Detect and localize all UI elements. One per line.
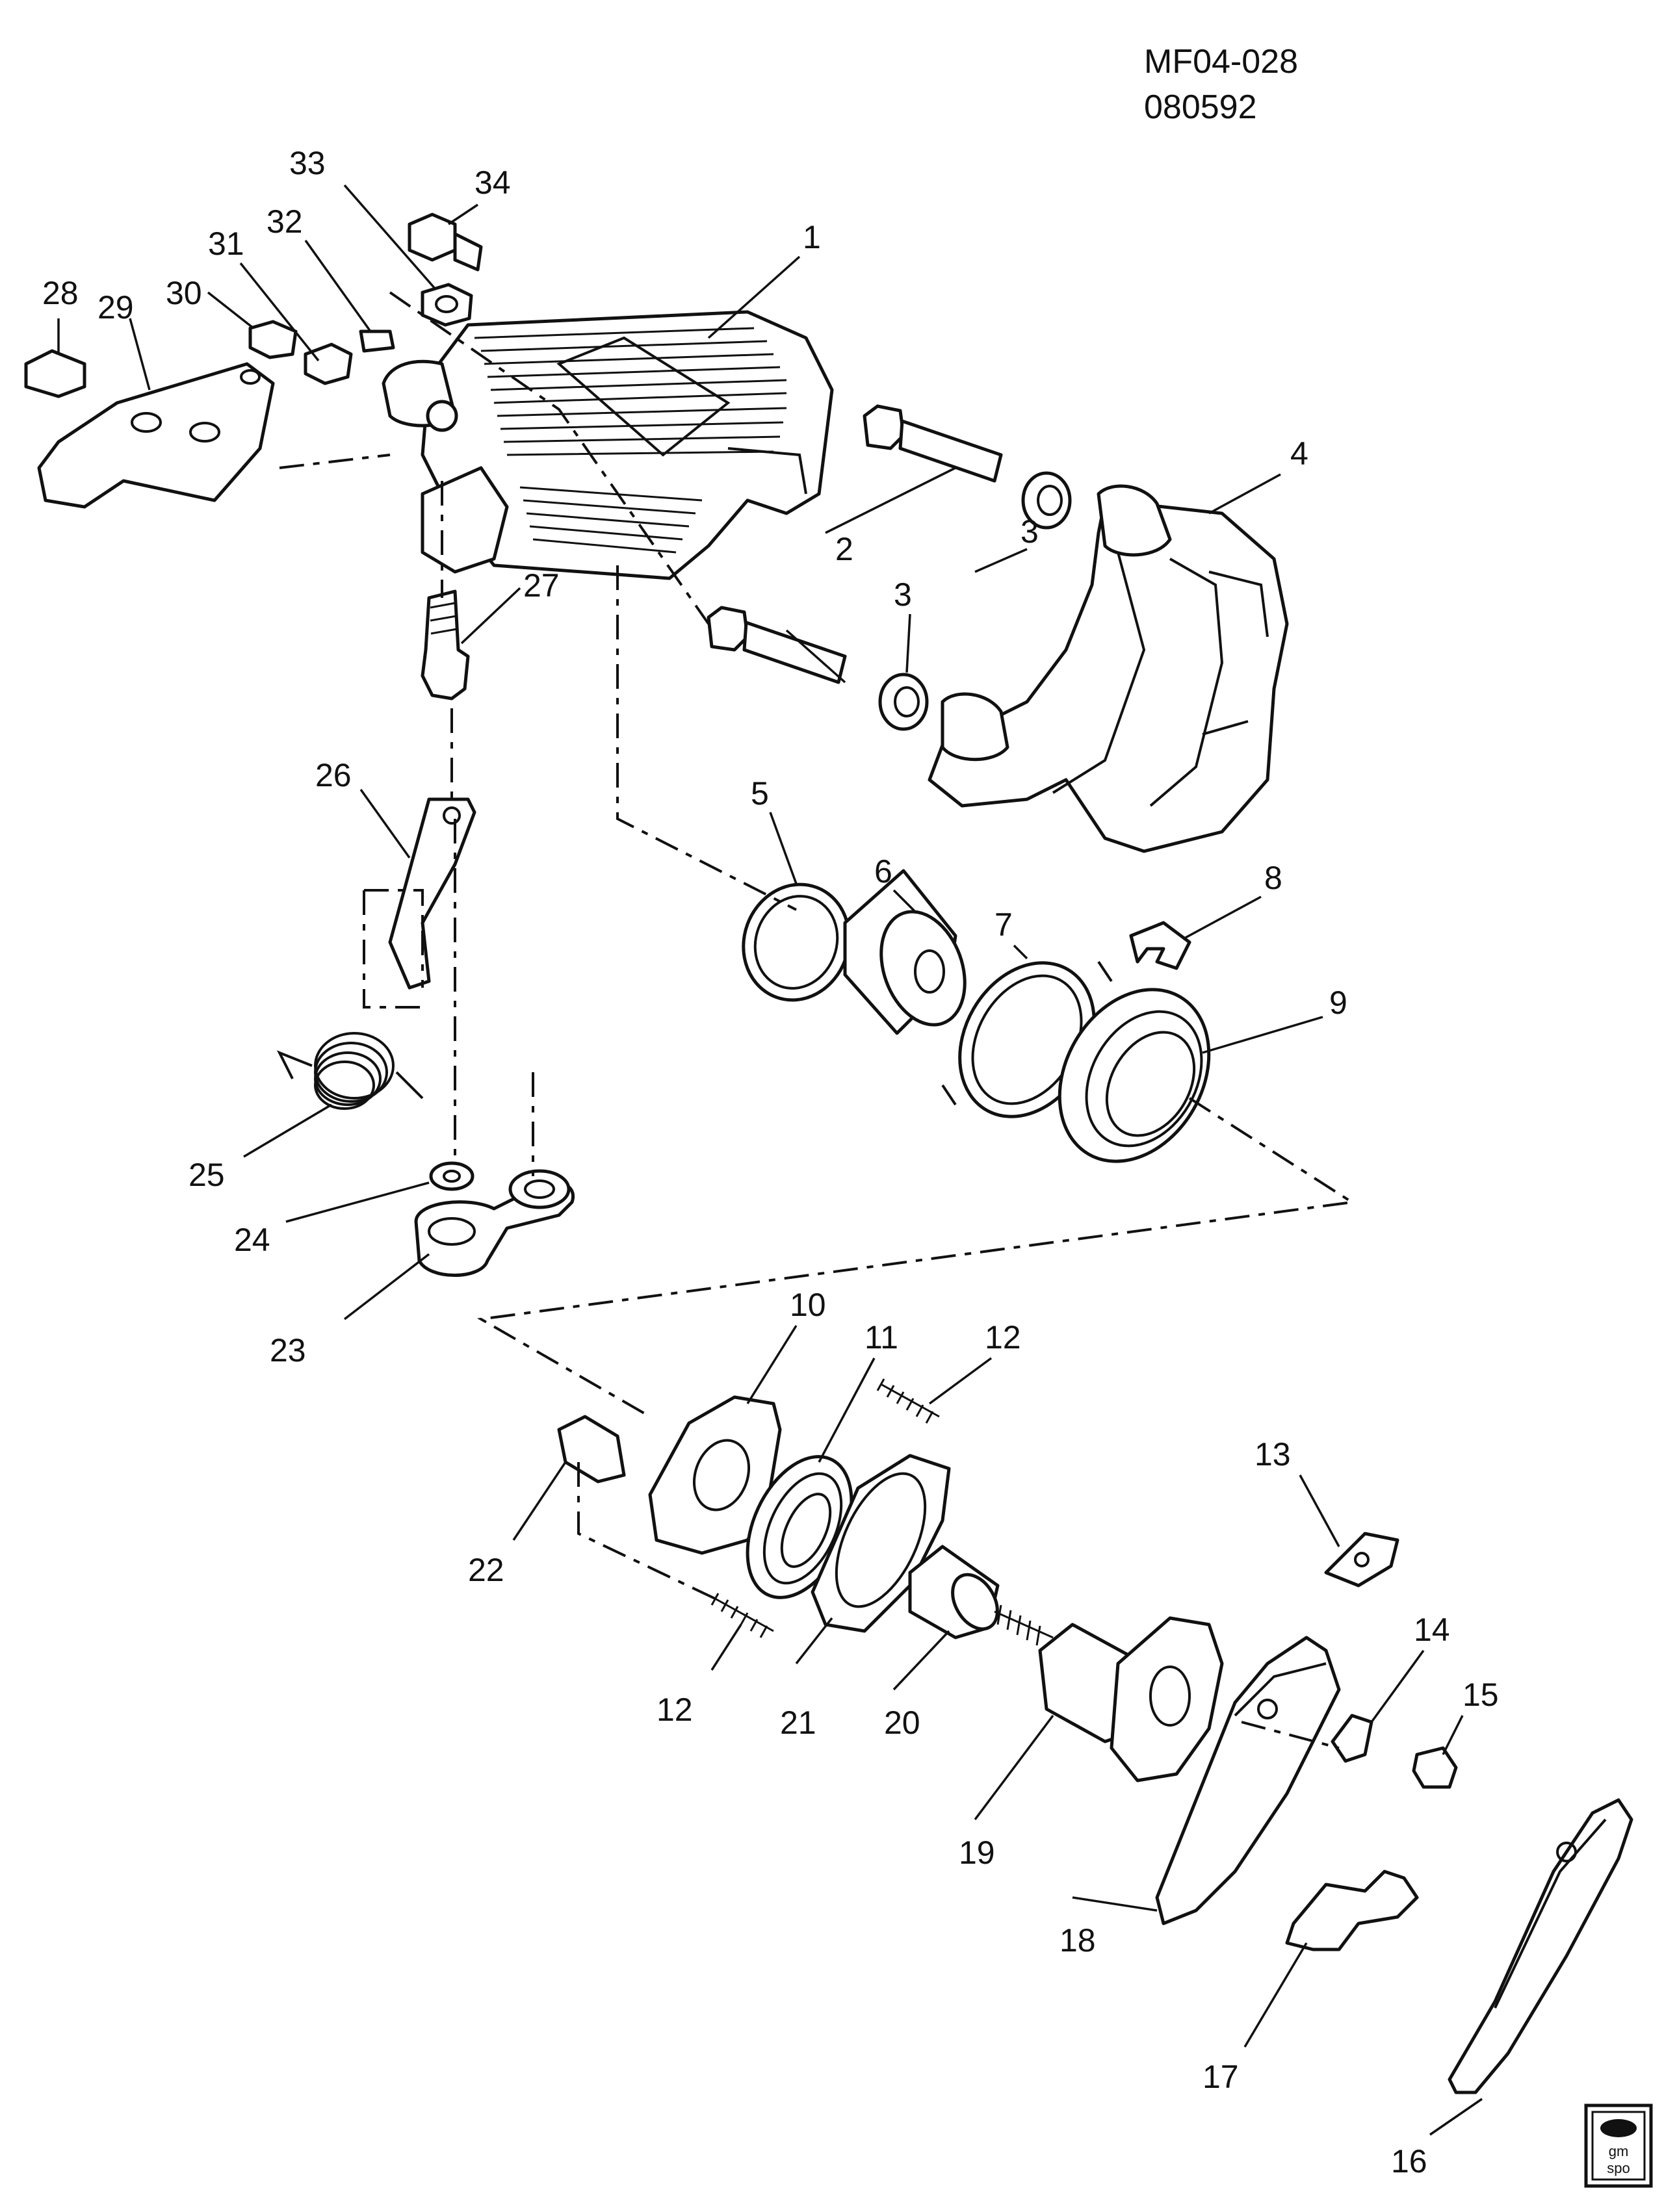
- seal-plate-23: [414, 1169, 575, 1277]
- callout-17: 17: [1202, 2059, 1239, 2095]
- callout-27: 27: [523, 567, 560, 604]
- logo-line-2: spo: [1607, 2160, 1630, 2176]
- callout-13: 13: [1254, 1436, 1291, 1473]
- leader-lines: [57, 184, 1483, 2136]
- callout-10: 10: [790, 1287, 826, 1323]
- callout-25: 25: [188, 1157, 225, 1193]
- callout-9: 9: [1329, 984, 1347, 1021]
- callout-33: 33: [289, 145, 326, 181]
- gm-spo-logo: gm spo: [1584, 2103, 1653, 2188]
- callout-32: 32: [266, 203, 303, 240]
- piston-6: [843, 869, 967, 1035]
- mounting-bracket-29: [37, 362, 275, 509]
- spring-12-lower: [710, 1593, 774, 1638]
- callout-3b: 3: [894, 576, 912, 613]
- bleeder-fitting-27: [421, 589, 470, 701]
- callout-8: 8: [1264, 860, 1282, 896]
- callout-31: 31: [208, 225, 244, 262]
- callout-20: 20: [884, 1704, 920, 1741]
- pin-32: [359, 329, 395, 353]
- housing-10: [648, 1395, 782, 1555]
- guide-pins: [707, 404, 1003, 684]
- callout-18: 18: [1060, 1922, 1096, 1959]
- logo-line-1: gm: [1609, 2143, 1629, 2159]
- callout-6: 6: [874, 853, 892, 890]
- lever-26: [388, 797, 476, 990]
- diagram-code: MF04-028: [1144, 43, 1298, 81]
- callout-5: 5: [751, 775, 769, 812]
- callout-21: 21: [780, 1704, 816, 1741]
- callout-29: 29: [98, 289, 134, 326]
- callout-7: 7: [994, 907, 1013, 943]
- actuator-screw-19: [994, 1604, 1224, 1782]
- callout-1: 1: [803, 219, 821, 255]
- washer-24: [429, 1161, 474, 1191]
- callout-14: 14: [1414, 1612, 1450, 1648]
- callout-24: 24: [234, 1222, 270, 1258]
- fitting-30: [248, 320, 298, 359]
- brake-pad-18: [1155, 1636, 1341, 1925]
- callout-4: 4: [1290, 435, 1308, 472]
- callout-28: 28: [42, 275, 79, 311]
- callout-23: 23: [270, 1332, 306, 1369]
- clip-17: [1285, 1870, 1419, 1951]
- callout-labels: 1 2 3 3 4 5 6 7 8 9 10 11 12 12 13 14 15…: [42, 145, 1499, 2180]
- fitting-31: [304, 342, 353, 385]
- bolt-15: [1412, 1746, 1458, 1789]
- nut-33: [421, 283, 473, 327]
- callout-30: 30: [166, 275, 202, 311]
- brake-pad-16: [1448, 1798, 1633, 2094]
- callout-15: 15: [1462, 1677, 1499, 1713]
- retainer-14: [1331, 1714, 1373, 1763]
- caliper-bracket: [928, 484, 1289, 853]
- seal-5: [742, 882, 851, 1002]
- shim-13: [1324, 1532, 1399, 1588]
- sleeve-20: [908, 1545, 1000, 1640]
- spring-12-upper: [876, 1378, 940, 1424]
- boot-9: [1058, 988, 1211, 1163]
- callout-26: 26: [315, 757, 352, 793]
- callout-11: 11: [864, 1319, 898, 1356]
- pin-bushings: [878, 471, 1072, 731]
- diagram-date: 080592: [1144, 88, 1257, 126]
- callout-12-lower: 12: [656, 1691, 693, 1728]
- callout-19: 19: [959, 1834, 995, 1871]
- callout-12-upper: 12: [985, 1319, 1021, 1356]
- callout-16: 16: [1391, 2143, 1427, 2180]
- callout-2: 2: [835, 531, 853, 567]
- spring-25: [276, 1032, 424, 1110]
- caliper-housing: [382, 310, 834, 580]
- callout-22: 22: [468, 1552, 504, 1588]
- callout-3a: 3: [1020, 513, 1039, 550]
- bolt-34: [408, 212, 483, 272]
- clip-8: [1129, 921, 1191, 970]
- pin-22: [557, 1415, 626, 1484]
- bolt-28: [24, 349, 86, 398]
- adjuster-plate-21: [811, 1454, 951, 1633]
- callout-34: 34: [474, 164, 511, 201]
- assembly-lines: [279, 291, 1356, 1749]
